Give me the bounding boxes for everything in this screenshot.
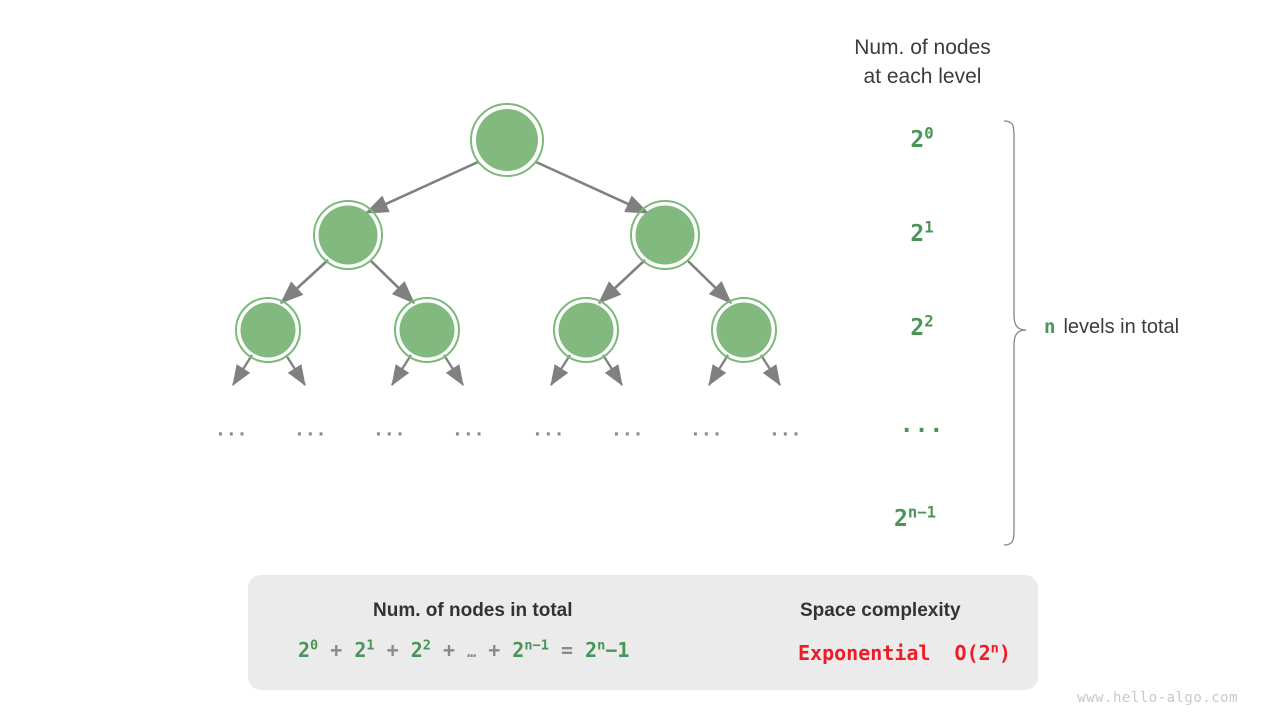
formula-op-7: + [488, 638, 501, 662]
level-label-1: 21 [862, 219, 982, 247]
column-title: Num. of nodes at each level [790, 33, 1055, 91]
summary-panel [248, 575, 1038, 690]
tree-nodes [235, 103, 777, 363]
formula-op-3: + [386, 638, 399, 662]
formula-term-8: 2n−1 [512, 637, 549, 662]
tree-node-level1-right [630, 200, 700, 270]
tree-node-root [470, 103, 544, 177]
levels-total-text: levels in total [1063, 316, 1180, 338]
summary-left-heading: Num. of nodes in total [373, 600, 573, 621]
formula-term-0: 20 [298, 637, 319, 662]
formula-equals: = [560, 638, 573, 662]
level-label-2: 22 [862, 313, 982, 341]
levels-in-total: n levels in total [1044, 316, 1179, 339]
tree-ellipsis-5: ··· [532, 424, 565, 445]
level-label-2-base: 2 [910, 315, 925, 341]
complexity-word: Exponential [798, 641, 931, 665]
formula-op-5: + [443, 638, 456, 662]
level-label-last-exp: n−1 [907, 502, 937, 522]
level-label-last: 2n−1 [855, 504, 975, 532]
level-label-1-base: 2 [910, 221, 925, 247]
levels-brace [1003, 120, 1027, 546]
formula-term-4: 22 [410, 637, 431, 662]
tree-leaf-arrows [232, 354, 781, 386]
tree-ellipsis-8: ··· [769, 424, 802, 445]
level-label-last-base: 2 [893, 506, 908, 532]
formula-op-1: + [330, 638, 343, 662]
level-label-ellipsis: ··· [899, 418, 945, 444]
tree-ellipsis-7: ··· [690, 424, 723, 445]
tree-ellipsis-4: ··· [452, 424, 485, 445]
tree-ellipsis-2: ··· [294, 424, 327, 445]
summary-formula: 20 + 21 + 22 + … + 2n−1 = 2n−1 [298, 638, 629, 662]
column-title-line2: at each level [863, 65, 982, 88]
formula-dots: … [467, 643, 477, 661]
level-label-1-exp: 1 [924, 217, 934, 237]
tree-node-level2-b [394, 297, 460, 363]
tree-ellipsis-3: ··· [373, 424, 406, 445]
tree-node-level2-d [711, 297, 777, 363]
tree-ellipsis-6: ··· [611, 424, 644, 445]
complexity-bigo: O(2n) [954, 640, 1011, 665]
column-title-line1: Num. of nodes [854, 36, 991, 59]
formula-term-2: 21 [354, 637, 375, 662]
formula-result: 2n−1 [585, 637, 630, 662]
levels-total-variable: n [1044, 316, 1056, 338]
level-label-0: 20 [862, 125, 982, 153]
tree-node-level2-a [235, 297, 301, 363]
tree-edges [280, 160, 732, 304]
level-label-2-exp: 2 [924, 311, 934, 331]
summary-right-heading: Space complexity [800, 600, 961, 621]
level-label-0-base: 2 [910, 127, 925, 153]
watermark: www.hello-algo.com [1077, 690, 1238, 706]
tree-ellipsis-1: ··· [215, 424, 248, 445]
level-label-0-exp: 0 [924, 123, 934, 143]
tree-node-level2-c [553, 297, 619, 363]
tree-node-level1-left [313, 200, 383, 270]
summary-complexity-value: Exponential O(2n) [798, 641, 1011, 665]
